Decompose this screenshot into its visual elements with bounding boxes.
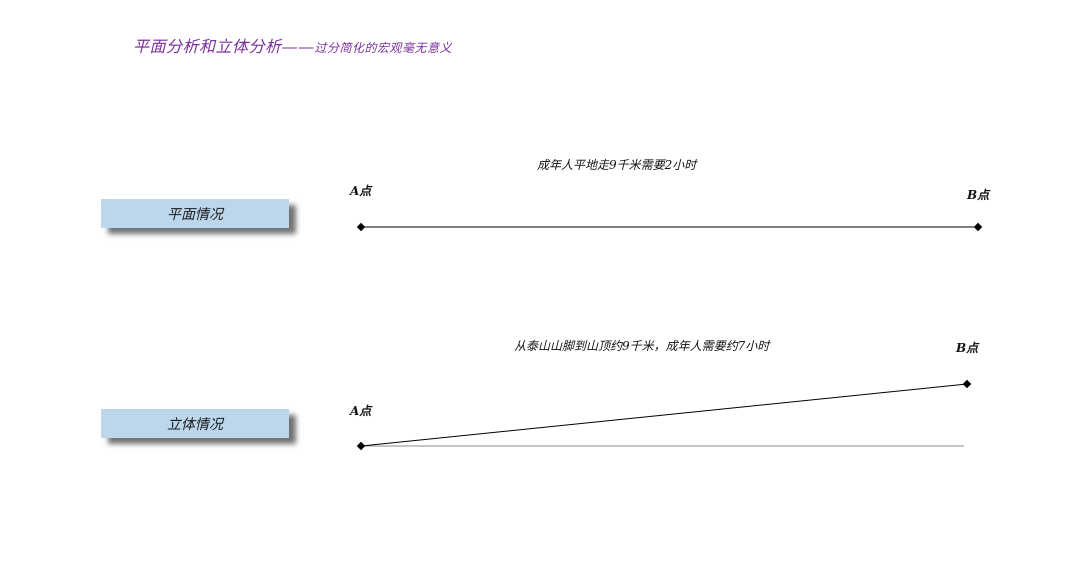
3d-caption: 从泰山山脚到山顶约9千米，成年人需要约7小时 <box>514 339 770 353</box>
3d-point-a-marker <box>356 441 366 451</box>
flat-point-a-label: A点 <box>350 184 372 198</box>
page-title: 平面分析和立体分析——过分简化的宏观毫无意义 <box>133 33 452 57</box>
flat-case-label: 平面情况 <box>167 206 223 223</box>
flat-point-a-marker <box>356 222 366 232</box>
flat-caption: 成年人平地走9千米需要2小时 <box>537 158 697 172</box>
3d-case-label-box: 立体情况 <box>101 409 289 438</box>
3d-slope-line <box>360 383 968 447</box>
flat-point-b-label: B点 <box>967 188 990 202</box>
title-sub: 过分简化的宏观毫无意义 <box>314 41 453 55</box>
title-main: 平面分析和立体分析—— <box>133 37 315 56</box>
3d-point-b-marker <box>962 379 972 389</box>
flat-point-b-marker <box>973 222 983 232</box>
3d-point-a-label: A点 <box>350 404 372 418</box>
flat-case-label-box: 平面情况 <box>101 199 289 228</box>
3d-point-b-label: B点 <box>956 341 979 355</box>
3d-case-label: 立体情况 <box>167 416 223 433</box>
